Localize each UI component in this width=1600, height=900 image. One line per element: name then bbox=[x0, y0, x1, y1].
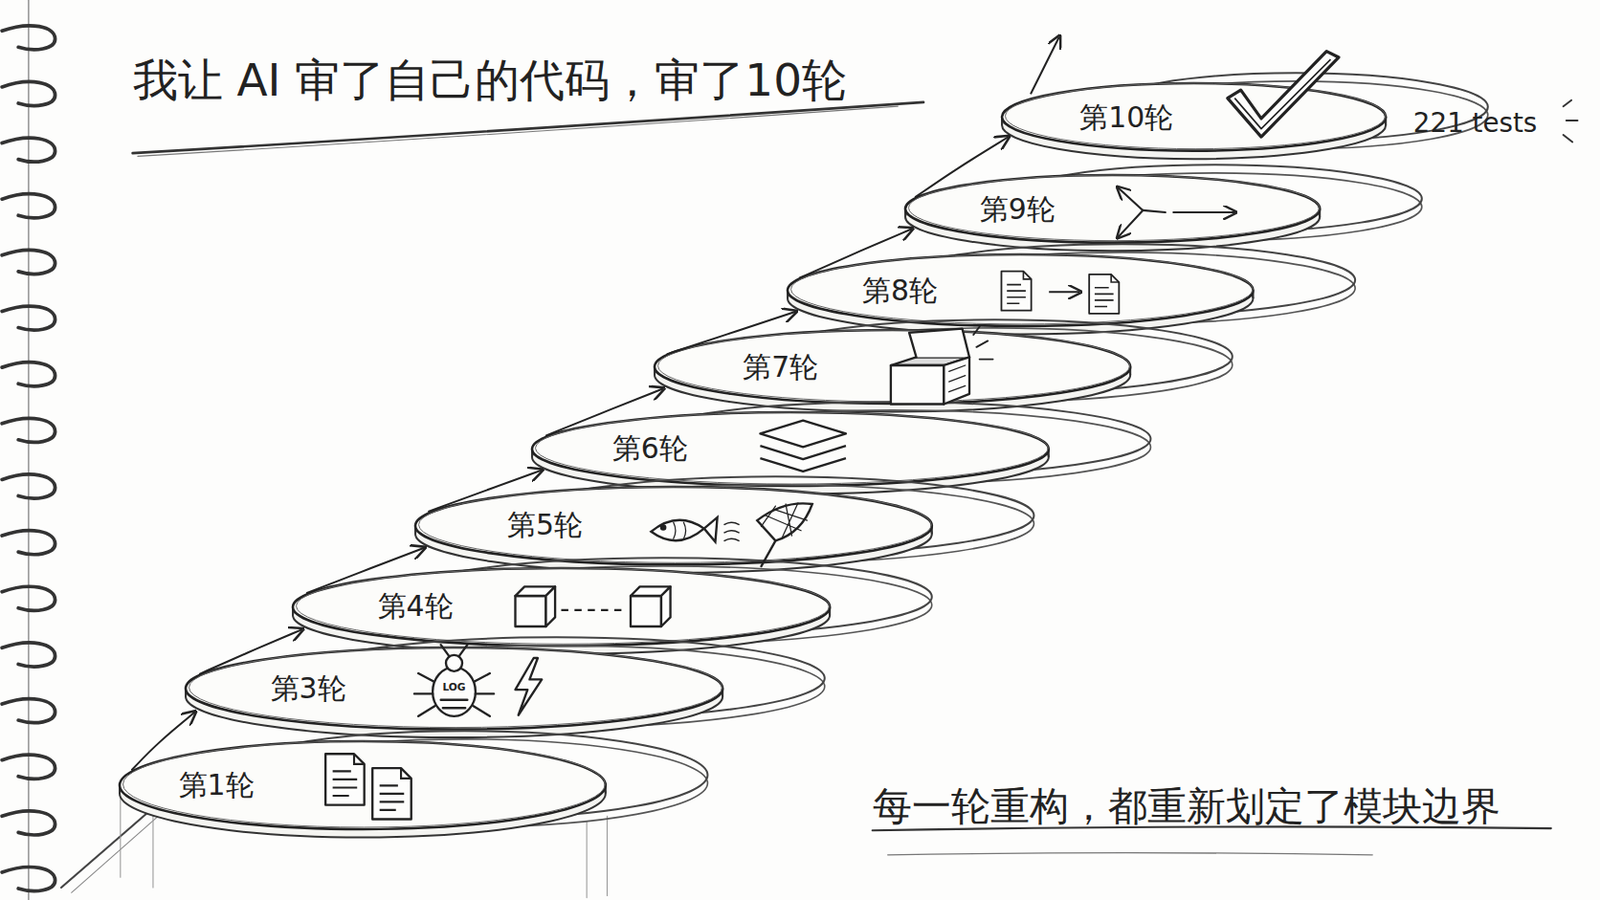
step-arrow bbox=[800, 228, 912, 278]
fork-icon bbox=[1118, 187, 1236, 237]
round-disc: 第3轮 bbox=[183, 645, 725, 733]
layers-icon bbox=[759, 421, 846, 472]
disc-top bbox=[1005, 83, 1386, 150]
step-arrow bbox=[200, 629, 302, 674]
round-disc: 第10轮 bbox=[1000, 81, 1388, 154]
disc-text-group: 第5轮 bbox=[507, 506, 583, 546]
test-count: 221 tests bbox=[1413, 106, 1537, 138]
round-disc: 第1轮 bbox=[117, 739, 608, 832]
step-arrow bbox=[132, 712, 195, 771]
disc-text-group: 第3轮 bbox=[270, 668, 347, 709]
lightning-icon bbox=[514, 658, 542, 716]
disc-text-group: 第8轮 bbox=[862, 270, 938, 311]
disc-outline bbox=[413, 485, 934, 567]
round-disc: 第8轮 bbox=[785, 252, 1256, 329]
top-arrow bbox=[1030, 37, 1060, 95]
fish-net-icon bbox=[650, 503, 812, 567]
disc-text-group: 第1轮 bbox=[178, 766, 255, 806]
disc-top bbox=[418, 487, 932, 563]
disc-top bbox=[905, 175, 1320, 244]
disc-top bbox=[654, 330, 1131, 404]
disc-top bbox=[415, 487, 933, 565]
round-disc: 第9轮 bbox=[903, 173, 1322, 245]
disc-outline bbox=[785, 252, 1256, 329]
open-box-icon bbox=[890, 326, 994, 404]
round-label: 第9轮 bbox=[979, 189, 1056, 229]
round-disc: 第4轮 bbox=[290, 566, 832, 648]
step-arrow bbox=[915, 137, 1008, 198]
step-arrow bbox=[666, 311, 795, 355]
disc-top bbox=[292, 568, 830, 646]
step-arrow bbox=[307, 548, 424, 594]
round-label: 第3轮 bbox=[270, 668, 347, 709]
round-label: 第5轮 bbox=[507, 506, 583, 546]
round-label: 第10轮 bbox=[1079, 97, 1174, 137]
disc-top bbox=[535, 412, 1049, 485]
doc-to-doc-icon bbox=[1000, 271, 1119, 314]
disc-top bbox=[532, 412, 1049, 487]
disc-text-group: 第9轮 bbox=[979, 189, 1056, 229]
disc-top bbox=[791, 254, 1254, 325]
disc-outline bbox=[183, 645, 725, 733]
step-arrow bbox=[546, 389, 664, 437]
round-label: 第4轮 bbox=[377, 587, 454, 627]
documents-icon bbox=[325, 754, 412, 820]
disc-outline bbox=[290, 566, 832, 648]
spiral-binding bbox=[1, 0, 55, 900]
disc-top bbox=[658, 330, 1131, 402]
disc-top bbox=[119, 741, 606, 830]
disc-outline bbox=[1000, 81, 1388, 154]
disc-top bbox=[1001, 83, 1386, 152]
sparkle-strokes bbox=[1563, 100, 1578, 143]
round-disc: 第5轮 bbox=[413, 485, 934, 567]
round-label: 第8轮 bbox=[862, 270, 938, 311]
round-label: 第1轮 bbox=[178, 766, 255, 806]
disc-top bbox=[908, 175, 1319, 242]
round-label: 第7轮 bbox=[742, 347, 819, 387]
disc-text-group: 第4轮 bbox=[377, 587, 454, 627]
disc-text-group: 第10轮 bbox=[1079, 97, 1174, 137]
disc-outline bbox=[652, 328, 1133, 406]
disc-text-group: 第6轮 bbox=[612, 429, 689, 469]
checkmark-icon bbox=[1227, 51, 1339, 138]
disc-top bbox=[188, 647, 722, 729]
log-bug-icon bbox=[414, 644, 494, 717]
round-label: 第6轮 bbox=[612, 429, 689, 469]
disc-outline bbox=[903, 173, 1322, 245]
disc-top bbox=[122, 741, 605, 828]
step-arrow bbox=[428, 470, 541, 512]
disc-top bbox=[295, 568, 829, 645]
cubes-icon bbox=[514, 586, 670, 627]
page-title: 我让 AI 审了自己的代码，审了10轮 bbox=[133, 50, 847, 112]
page-caption: 每一轮重构，都重新划定了模块边界 bbox=[872, 780, 1501, 834]
disc-top bbox=[787, 254, 1254, 327]
disc-text-group: 第7轮 bbox=[742, 347, 819, 387]
round-disc: 第7轮 bbox=[652, 328, 1133, 406]
disc-top bbox=[185, 647, 723, 731]
